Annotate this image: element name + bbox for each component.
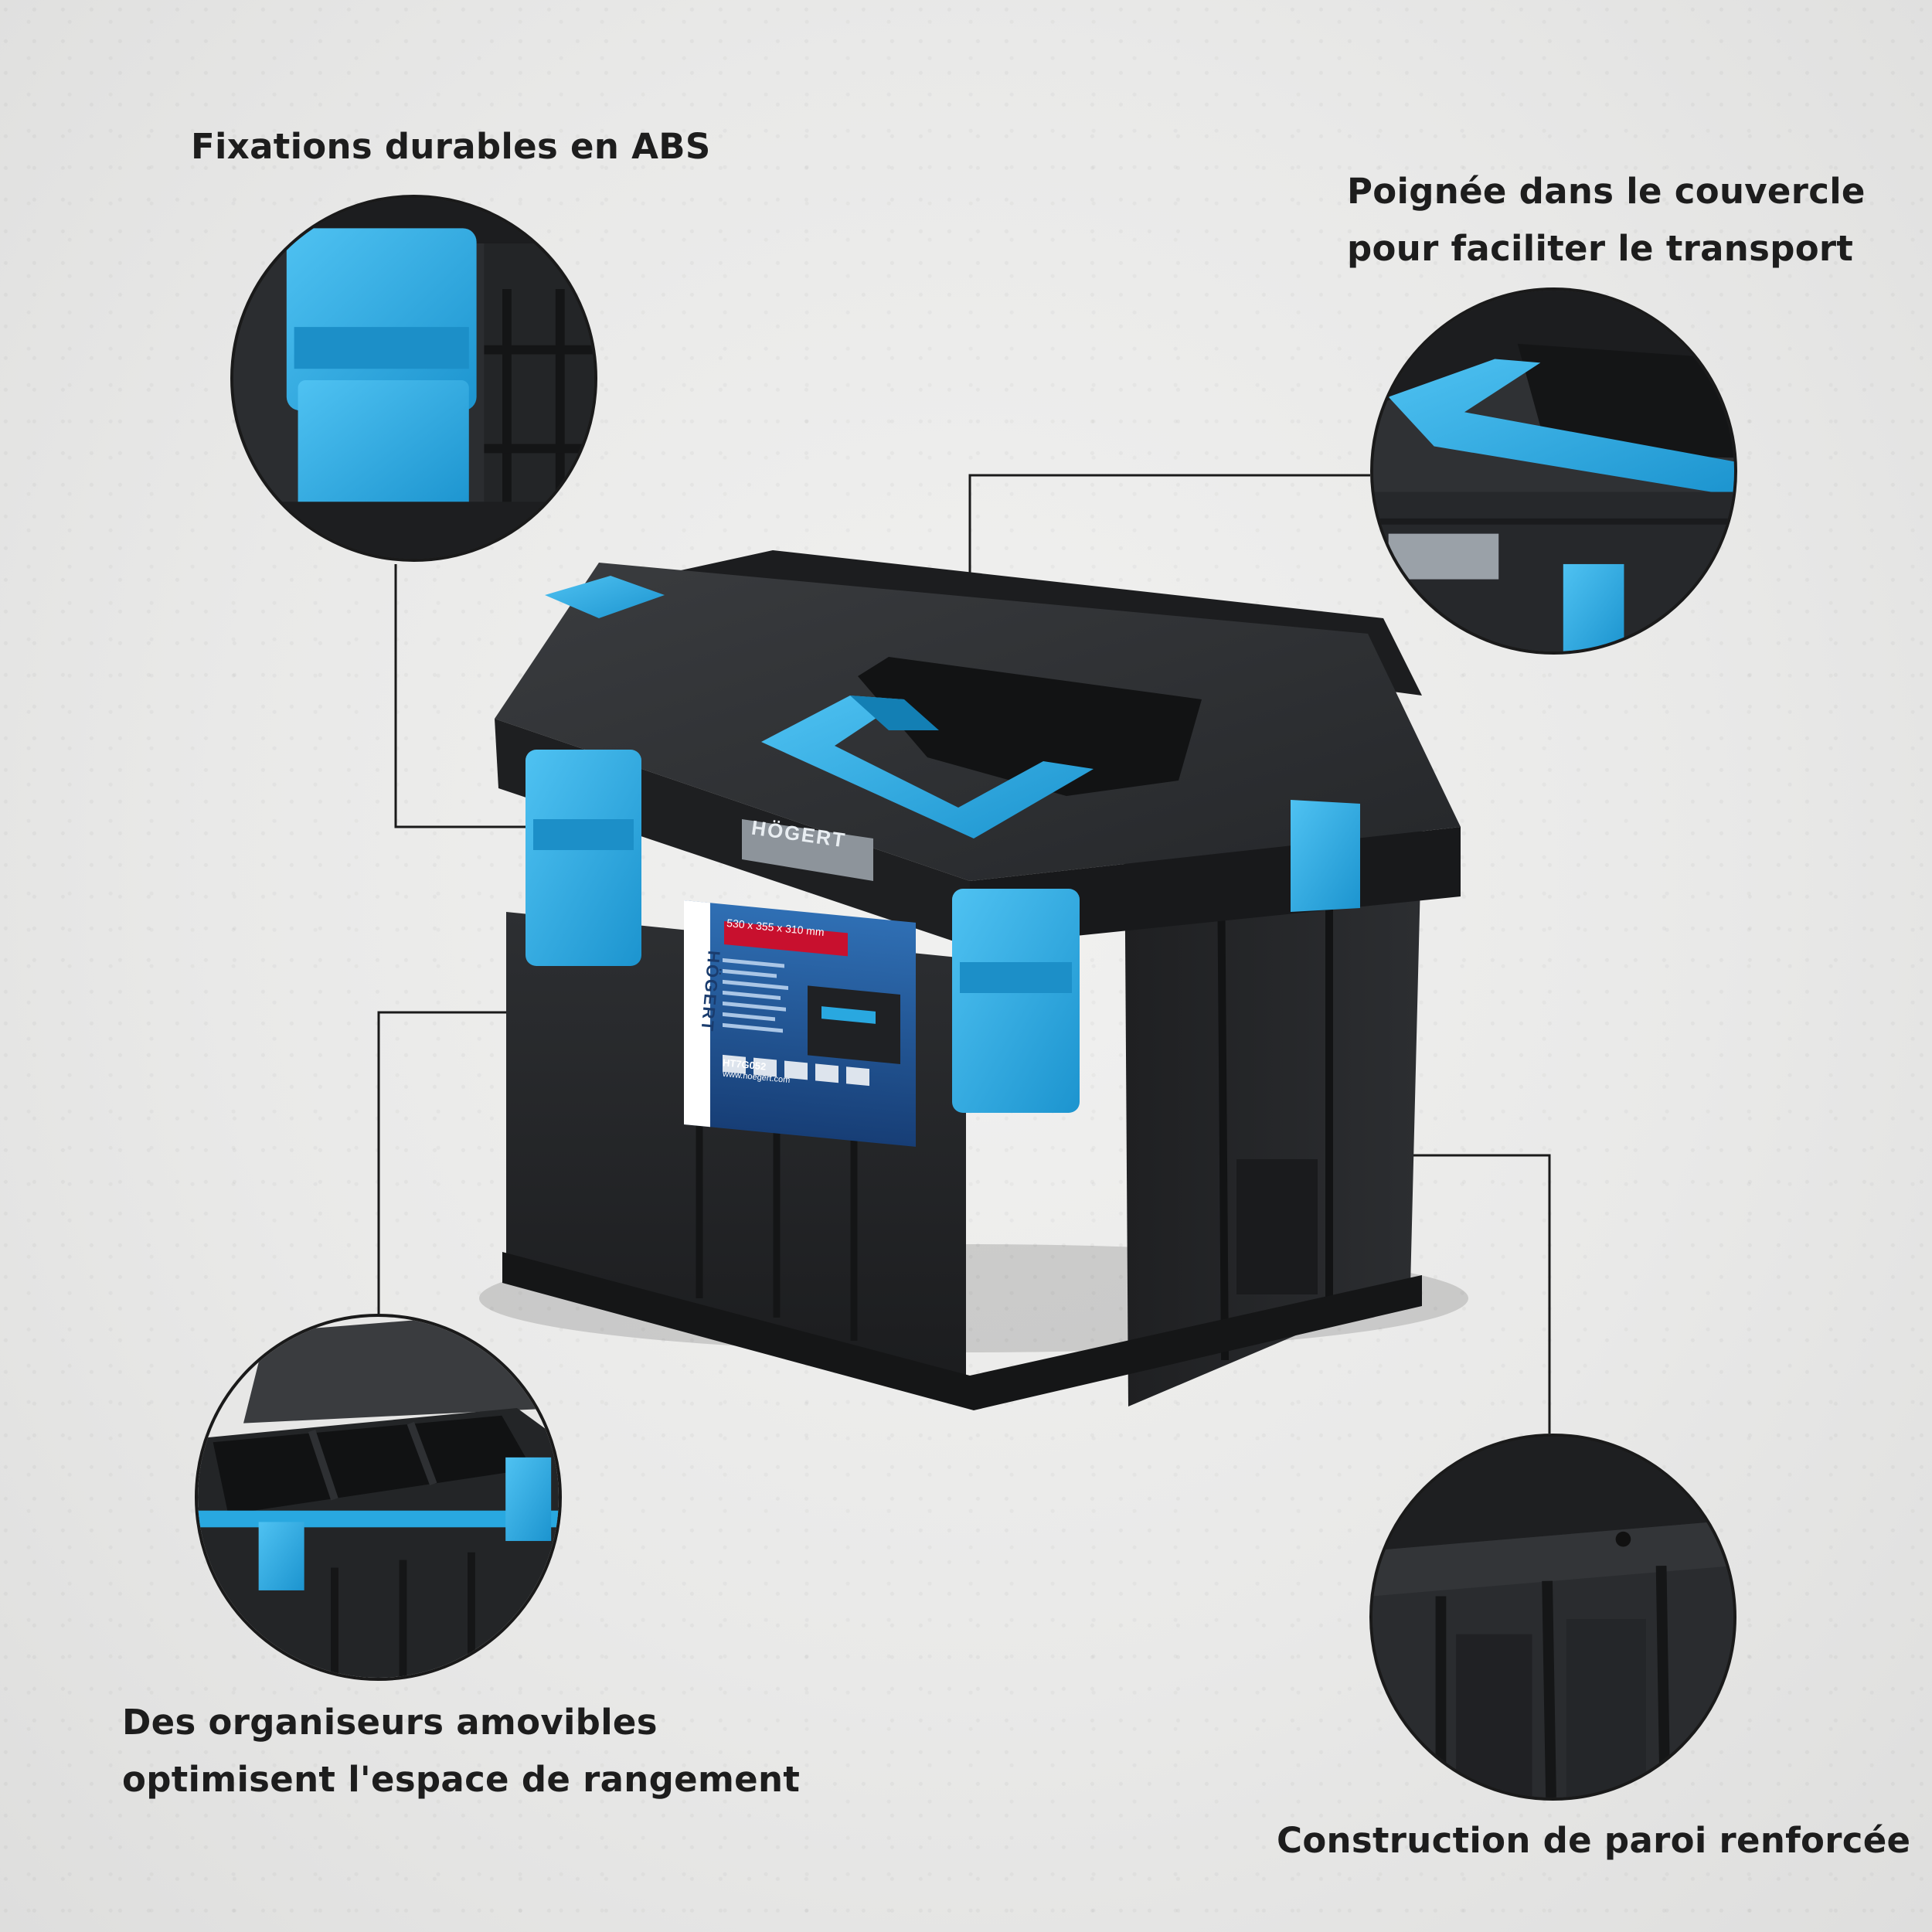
handle-closeup (1388, 359, 1734, 496)
carry-handle (761, 696, 1094, 838)
callout-line-fixings (394, 564, 533, 828)
detail-circle-organisers (195, 1314, 562, 1681)
detail-circle-wall (1369, 1434, 1736, 1801)
brand-plate-closeup (1388, 533, 1499, 580)
detail-circle-handle (1370, 287, 1737, 655)
detail-circle-fixings (230, 195, 597, 562)
caption-handle-line1: Poignée dans le couvercle (1347, 171, 1866, 212)
handle-recess (858, 657, 1202, 796)
box-side (1124, 819, 1422, 1406)
side-recess (1236, 1159, 1318, 1294)
product-label (684, 900, 916, 1147)
caption-fixings: Fixations durables en ABS (191, 126, 711, 167)
latch-front-right (952, 889, 1080, 1113)
toolbox (495, 550, 1461, 1410)
caption-handle-line2: pour faciliter le transport (1347, 228, 1854, 269)
caption-wall: Construction de paroi renforcée (1277, 1820, 1911, 1861)
caption-organisers-line1: Des organiseurs amovibles (122, 1702, 658, 1743)
label-product-photo (808, 985, 900, 1064)
latch-side (1291, 800, 1360, 912)
latch-closeup-lower (298, 379, 469, 510)
latch-rear-left (545, 576, 665, 618)
brand-plate (742, 819, 873, 881)
organiser-tray (213, 1415, 532, 1515)
latch-front-left (526, 750, 641, 966)
caption-organisers-line2: optimisent l'espace de rangement (122, 1759, 801, 1800)
